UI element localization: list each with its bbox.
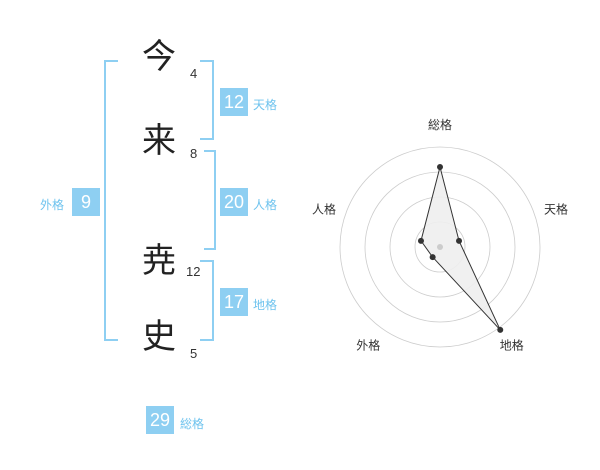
stroke-count-3: 12 xyxy=(186,264,201,279)
radar-area xyxy=(420,166,501,331)
chikaku-label: 地格 xyxy=(253,298,278,312)
tenkaku-value-badge: 12 xyxy=(220,88,248,116)
stroke-count-1: 4 xyxy=(190,66,198,81)
chikaku-value-badge: 17 xyxy=(220,288,248,316)
radar-axis-label-4: 外格 xyxy=(356,338,380,353)
gaikaku-label: 外格 xyxy=(40,198,65,212)
radar-point-3 xyxy=(497,326,504,333)
jinkaku-label: 人格 xyxy=(253,198,278,212)
name-char-4: 史 xyxy=(142,317,176,357)
radar-point-4 xyxy=(429,254,436,261)
name-char-3: 尭 xyxy=(142,241,176,281)
radar-axis-label-3: 地格 xyxy=(500,338,524,353)
tenkaku-label: 天格 xyxy=(253,98,278,112)
radar-point-5 xyxy=(417,237,424,244)
name-char-2: 来 xyxy=(142,121,176,161)
radar-grid-ring-4 xyxy=(339,146,541,348)
radar-axis-label-5: 人格 xyxy=(312,201,336,216)
gaikaku-value-badge: 9 xyxy=(72,188,100,216)
name-char-1: 今 xyxy=(142,37,176,77)
gaikaku-bracket xyxy=(104,60,118,341)
radar-axis-label-2: 天格 xyxy=(544,201,568,216)
stroke-count-4: 5 xyxy=(190,346,198,361)
radar-center-dot xyxy=(437,244,443,250)
soukaku-label: 総格 xyxy=(180,417,205,431)
soukaku-value-badge: 29 xyxy=(146,406,174,434)
radar-axis-label-1: 総格 xyxy=(428,117,452,132)
jinkaku-bracket xyxy=(204,150,216,250)
chikaku-bracket xyxy=(200,260,214,341)
tenkaku-bracket xyxy=(200,60,214,140)
radar-point-2 xyxy=(456,237,463,244)
stroke-count-2: 8 xyxy=(190,146,198,161)
radar-point-1 xyxy=(437,164,443,170)
jinkaku-value-badge: 20 xyxy=(220,188,248,216)
